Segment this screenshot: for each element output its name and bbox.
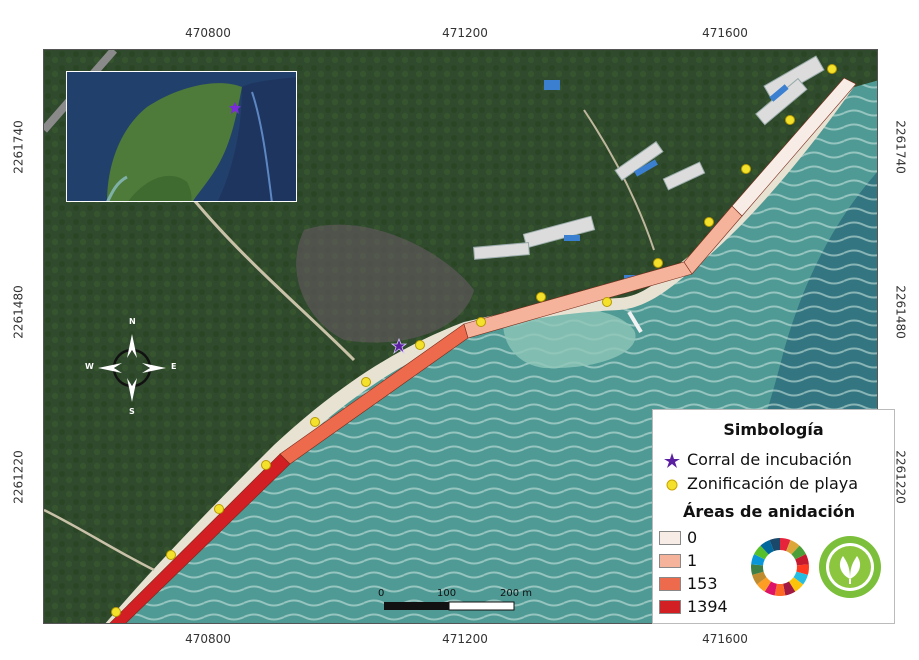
sdg-wheel-segment-8 [774, 583, 786, 596]
legend-class-label-2: 153 [687, 574, 718, 593]
sdg-wheel-segment-1 [786, 539, 800, 555]
inset-location-marker [229, 102, 241, 114]
scale-label-end: 200 m [500, 588, 533, 599]
coord-right-3: 2261220 [893, 450, 908, 504]
dirt-road [192, 199, 356, 362]
legend-class-label-1: 1 [687, 551, 698, 570]
zoning-point-0 [111, 607, 121, 617]
sdg-wheel-segment-7 [783, 581, 796, 596]
coord-left-3: 2261220 [11, 450, 26, 504]
zoning-point-6 [415, 340, 425, 350]
sdg-wheel-segment-5 [793, 571, 808, 585]
scale-bar [384, 601, 515, 611]
shallow-lagoon [503, 307, 636, 369]
scale-label-zero: 0 [378, 588, 385, 599]
inset-location-map [66, 71, 297, 202]
coord-left-1: 2261740 [11, 120, 26, 174]
sdg-wheel-segment-12 [751, 564, 764, 575]
resort-buildings [473, 55, 825, 260]
zoning-point-8 [536, 292, 546, 302]
coord-left-2: 2261480 [11, 285, 26, 339]
compass-east-label: E [171, 362, 177, 371]
coord-right-2: 2261480 [893, 285, 908, 339]
sdg-wheel-segment-11 [752, 571, 767, 585]
zoning-point-12 [741, 164, 751, 174]
compass-west-label: W [85, 362, 94, 371]
sdg-wheel-segment-13 [751, 554, 765, 566]
sdg-wheel-segment-10 [756, 577, 772, 592]
legend-zonificacion-label: Zonificación de playa [687, 474, 859, 493]
zoning-point-14 [827, 64, 837, 74]
sdg-wheel-segment-9 [764, 581, 777, 596]
legend-areas-title: Áreas de anidación [683, 502, 856, 521]
coord-right-1: 2261740 [893, 120, 908, 174]
sdg-wheel-segment-14 [754, 545, 769, 560]
scale-label-mid: 100 [437, 588, 457, 599]
coord-top-1: 470800 [185, 26, 231, 40]
sdg-wheel-icon [751, 538, 809, 596]
sdg-wheel-segment-3 [795, 554, 809, 566]
coord-top-3: 471600 [702, 26, 748, 40]
zoning-point-7 [476, 317, 486, 327]
pier [627, 310, 643, 334]
zoning-point-9 [602, 297, 612, 307]
legend-swatch-0 [659, 531, 681, 545]
beach-zoning-points [111, 64, 837, 617]
zoning-point-13 [785, 115, 795, 125]
sustainability-seal-icon [819, 536, 881, 598]
legend-swatch-3 [659, 600, 681, 614]
zoning-point-2 [214, 504, 224, 514]
legend-class-label-3: 1394 [687, 597, 728, 616]
coord-bottom-3: 471600 [702, 632, 748, 646]
zoning-point-4 [310, 417, 320, 427]
legend-swatch-1 [659, 554, 681, 568]
sdg-wheel-segment-4 [796, 564, 809, 575]
coord-top-2: 471200 [442, 26, 488, 40]
legend: Simbología Corral de incubación Zonifica… [652, 409, 895, 624]
legend-corral-label: Corral de incubación [687, 450, 852, 469]
zoning-point-5 [361, 377, 371, 387]
zoning-point-1 [166, 550, 176, 560]
nesting-segment-4 [731, 77, 857, 217]
coord-bottom-1: 470800 [185, 632, 231, 646]
degraded-patch [296, 224, 474, 343]
coord-bottom-2: 471200 [442, 632, 488, 646]
legend-swatch-2 [659, 577, 681, 591]
zoning-point-11 [704, 217, 714, 227]
compass-south-label: S [129, 407, 135, 416]
zoning-point-3 [261, 460, 271, 470]
sdg-wheel-segment-15 [760, 539, 774, 555]
sdg-wheel-segment-16 [769, 538, 780, 552]
legend-title: Simbología [723, 420, 824, 439]
inset-land [107, 83, 242, 201]
zoning-point-legend-icon [666, 479, 678, 491]
legend-class-label-0: 0 [687, 528, 698, 547]
sdg-wheel-segment-6 [788, 577, 804, 592]
nesting-area-segments [109, 77, 857, 623]
compass-north-label: N [129, 317, 136, 326]
corral-marker [390, 337, 408, 355]
zoning-point-10 [653, 258, 663, 268]
sdg-wheel-segment-0 [780, 538, 791, 552]
compass-rose [98, 334, 166, 402]
corral-legend-icon [664, 453, 680, 468]
sdg-wheel-segment-2 [791, 545, 806, 560]
